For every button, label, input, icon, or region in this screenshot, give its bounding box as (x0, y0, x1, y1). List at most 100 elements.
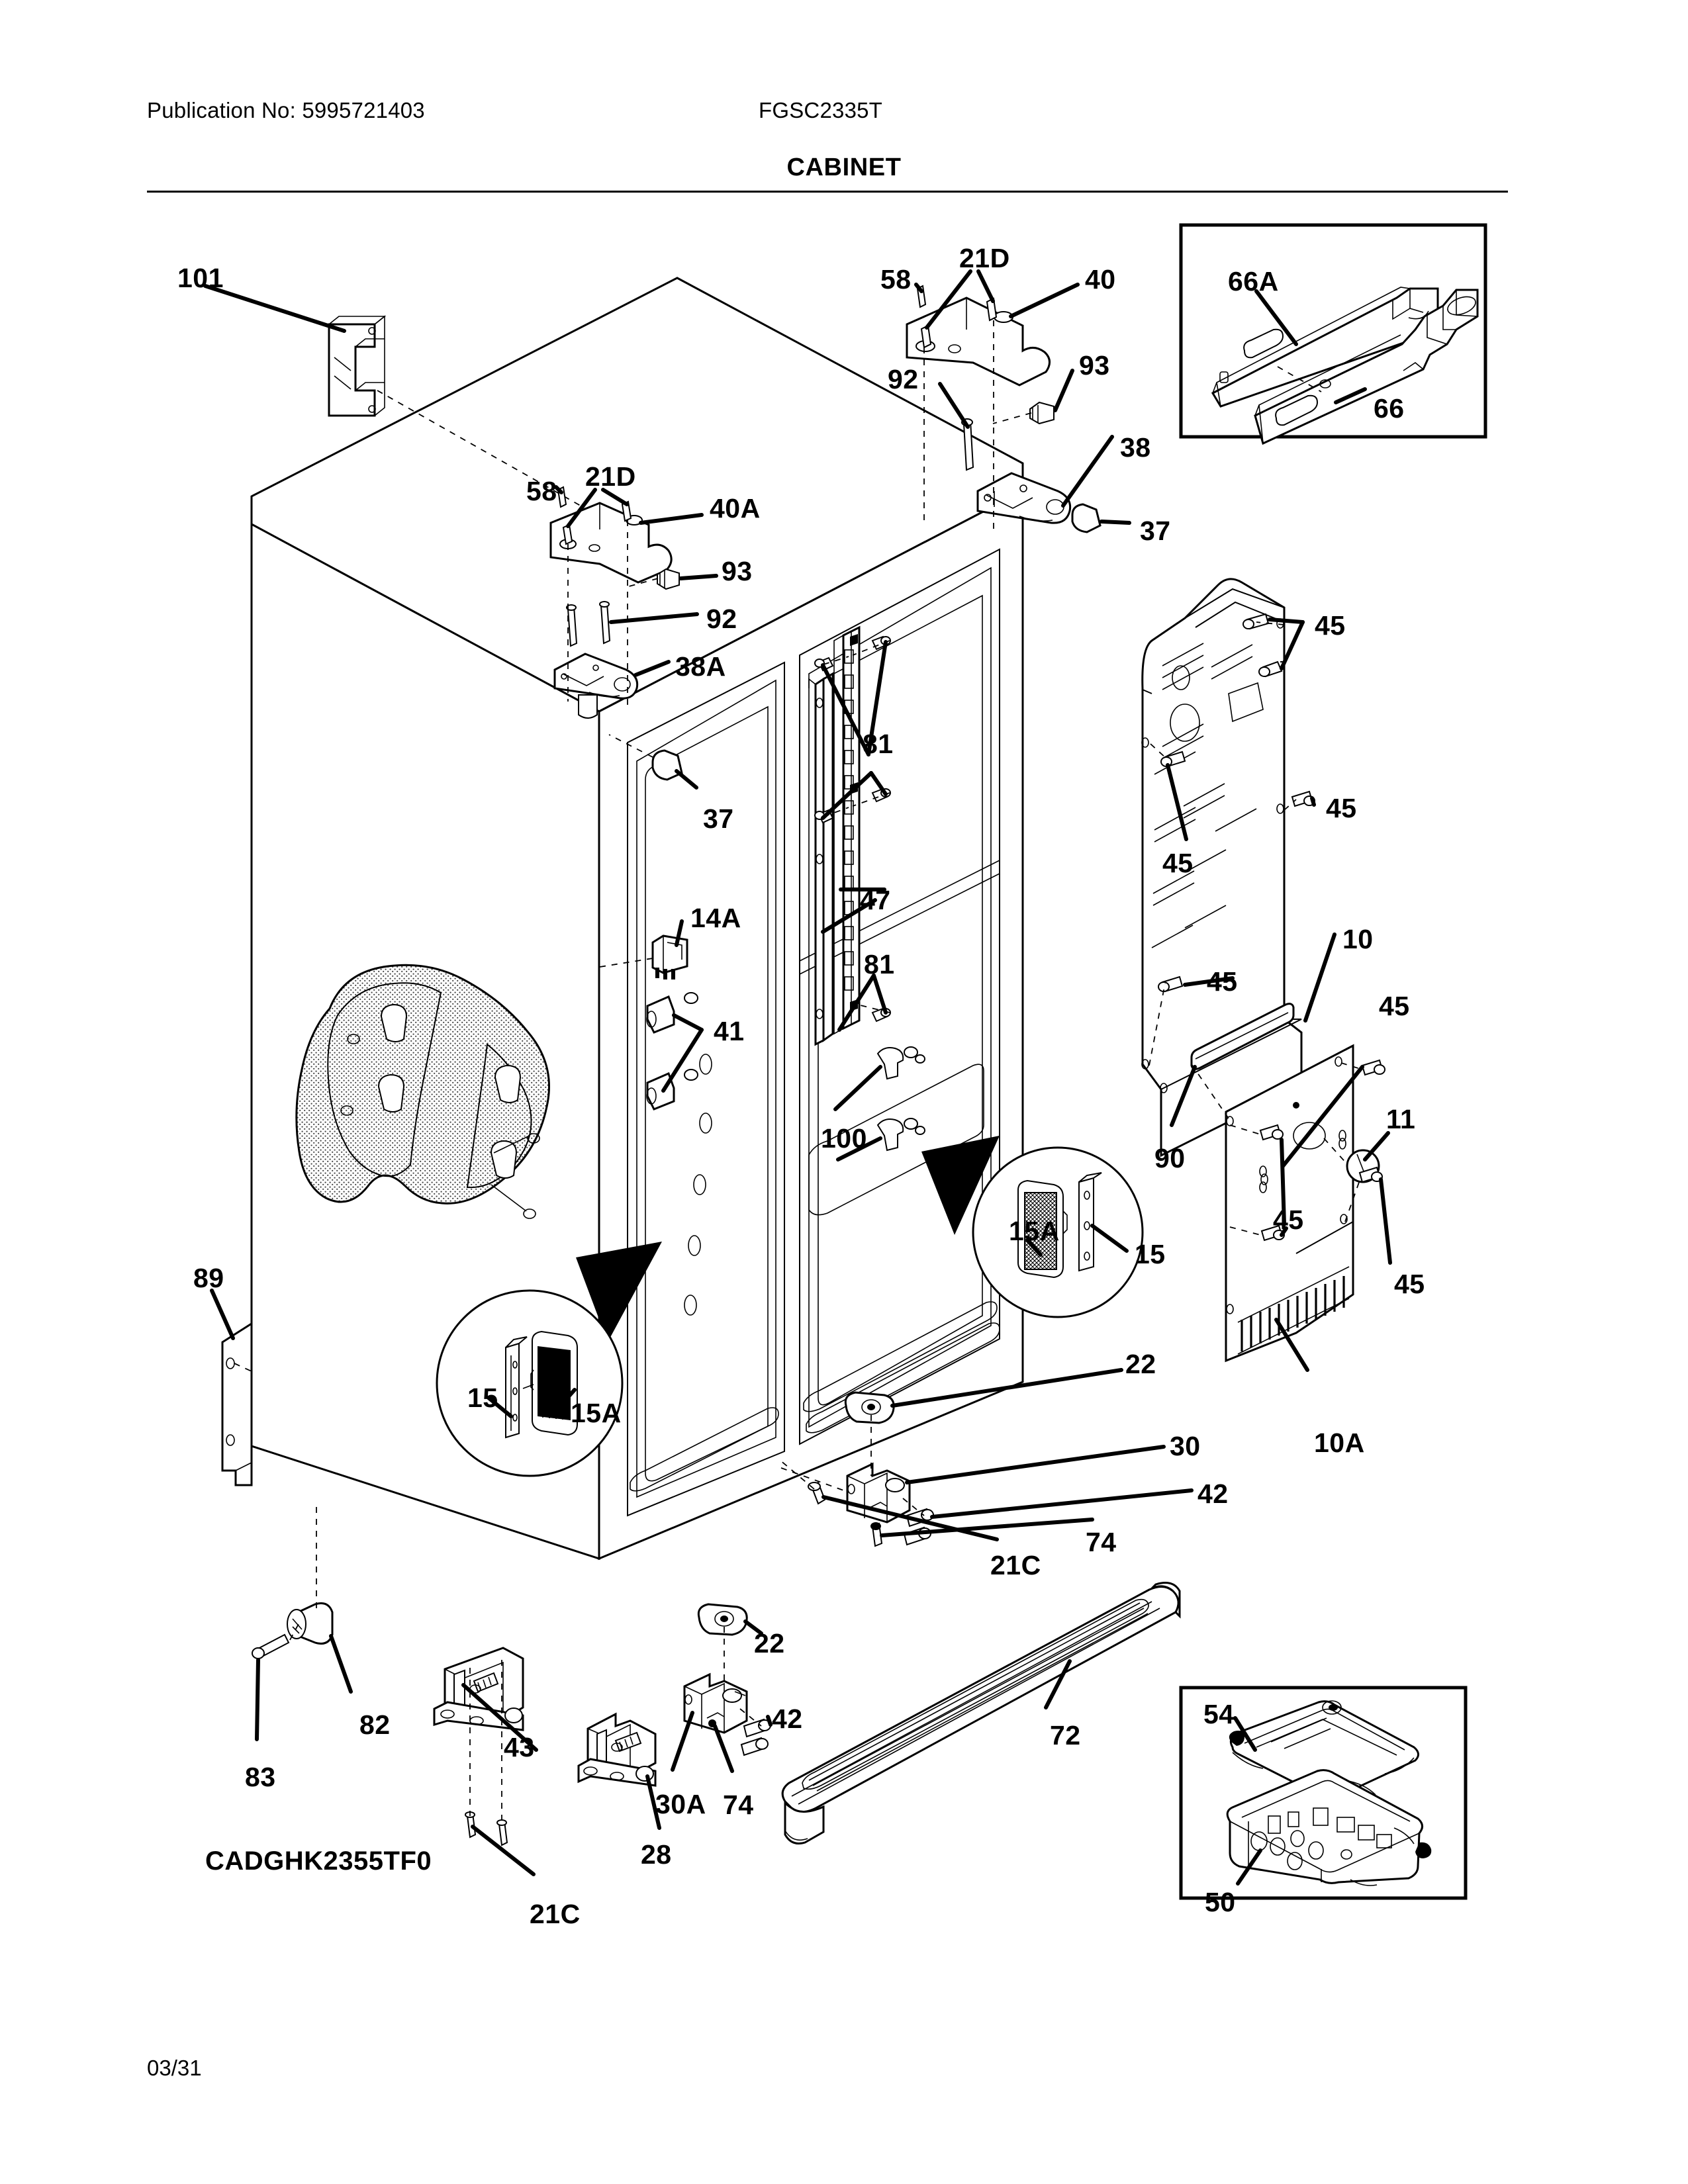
callout-42a: 42 (1197, 1479, 1229, 1509)
callout-89: 89 (193, 1263, 224, 1293)
leader-45-e (1281, 1065, 1364, 1168)
leader-22-left (743, 1619, 763, 1635)
leader-45-g (1379, 1177, 1392, 1265)
leader-66 (1334, 387, 1367, 404)
callout-28: 28 (641, 1839, 672, 1870)
leader-45-f1 (1280, 1226, 1288, 1237)
leader-37-mid (675, 769, 698, 790)
callout-83: 83 (245, 1762, 276, 1792)
part-47-shelf-ladder-left (808, 672, 834, 1046)
part-10A-lower-back-panel (1225, 1044, 1354, 1363)
leader-21D-b (976, 269, 995, 303)
leader-10 (1303, 933, 1336, 1023)
leader-15-left (487, 1396, 513, 1418)
part-92-pin-top-left (566, 601, 611, 647)
leader-41-a (672, 1013, 704, 1032)
inset-control-box (1179, 1686, 1468, 1900)
align-45-b (1284, 799, 1297, 811)
leader-15A-left (561, 1388, 577, 1405)
inset-handle-rails (1179, 223, 1487, 445)
callout-101: 101 (177, 263, 224, 293)
leader-45-a (1268, 617, 1305, 624)
part-82-roller (287, 1602, 334, 1645)
part-89-bracket (221, 1322, 253, 1486)
leader-90 (1170, 1065, 1197, 1127)
part-40-hinge-top-right (906, 296, 1051, 387)
align-45-e (1340, 1062, 1363, 1070)
callout-15c: 15 (1135, 1239, 1166, 1269)
leader-30 (905, 1445, 1166, 1484)
part-83-axle-pin (252, 1633, 290, 1659)
callout-30: 30 (1170, 1431, 1201, 1461)
leader-28 (645, 1774, 661, 1830)
mounting-holes (684, 1054, 712, 1316)
part-93-grommet-top-right (1029, 401, 1055, 425)
magnifier-right-gasket-detail (921, 1136, 1144, 1318)
callout-93b: 93 (722, 556, 753, 586)
callout-90: 90 (1154, 1143, 1186, 1173)
page-title: CABINET (786, 154, 902, 181)
screws-21D-58-top-right (916, 285, 998, 349)
part-74-pin-left (708, 1719, 716, 1727)
callout-10: 10 (1342, 924, 1374, 954)
callout-66A: 66A (1228, 266, 1279, 296)
part-15-rail-right (1078, 1172, 1102, 1272)
callout-42b: 42 (772, 1704, 803, 1734)
leader-81-a1 (867, 640, 888, 756)
callout-21Ca: 21C (990, 1550, 1041, 1580)
part-28-bracket (577, 1712, 657, 1787)
callout-66: 66 (1374, 393, 1405, 424)
part-72-base-grille (781, 1582, 1181, 1844)
align-93-left (628, 578, 659, 587)
callout-81a: 81 (863, 729, 894, 759)
part-81-screws (814, 635, 891, 1023)
magnifier-left-gasket-detail (436, 1242, 662, 1477)
leader-10A (1274, 1318, 1309, 1372)
callout-41: 41 (714, 1016, 745, 1046)
callout-38A: 38A (675, 651, 726, 682)
leader-82 (329, 1634, 353, 1694)
leader-83 (255, 1658, 260, 1741)
leader-92-top (938, 382, 970, 429)
align-37-mid (608, 734, 653, 758)
align-81-a (823, 656, 849, 665)
leader-100-b (836, 1136, 882, 1161)
leader-45-f2 (1280, 1138, 1286, 1226)
leader-81-b2 (869, 771, 888, 796)
callout-93a: 93 (1079, 350, 1110, 381)
callout-15d: 15 (467, 1383, 498, 1413)
callout-72: 72 (1050, 1720, 1081, 1751)
publication-number: Publication No: 5995721403 (147, 98, 425, 122)
callout-37top: 37 (1140, 516, 1171, 546)
leader-45-c (1166, 763, 1188, 841)
callout-45b: 45 (1326, 793, 1357, 823)
leader-45-a2 (1280, 620, 1305, 670)
callout-81b: 81 (864, 949, 895, 979)
part-30A-bracket (683, 1672, 748, 1734)
callout-22b: 22 (754, 1628, 785, 1659)
part-37-plug-mid (651, 749, 683, 781)
callout-14A: 14A (690, 903, 741, 933)
leader-15A-right (1025, 1238, 1043, 1257)
align-66 (1277, 366, 1322, 392)
header-divider (147, 191, 1508, 193)
leader-81-a2 (821, 663, 870, 756)
leader-66A (1254, 289, 1298, 346)
callout-82: 82 (359, 1709, 391, 1740)
part-92-pin-top-right (961, 418, 974, 471)
callout-15Ac: 15A (1009, 1216, 1060, 1246)
callout-92a: 92 (888, 364, 919, 394)
align-15-left (522, 1384, 534, 1389)
callout-11: 11 (1386, 1104, 1416, 1134)
align-45-f1 (1229, 1124, 1261, 1135)
leader-21D-left-b (601, 488, 629, 506)
part-66-rail (1254, 289, 1479, 445)
leader-100-a (833, 1065, 882, 1111)
callout-21Da: 21D (959, 243, 1010, 273)
part-30-bracket-right (846, 1462, 911, 1524)
align-21C-right (779, 1459, 815, 1490)
callout-38: 38 (1120, 432, 1151, 463)
leader-72 (1044, 1659, 1072, 1709)
callout-37mid: 37 (703, 803, 734, 834)
leader-54 (1233, 1716, 1257, 1752)
